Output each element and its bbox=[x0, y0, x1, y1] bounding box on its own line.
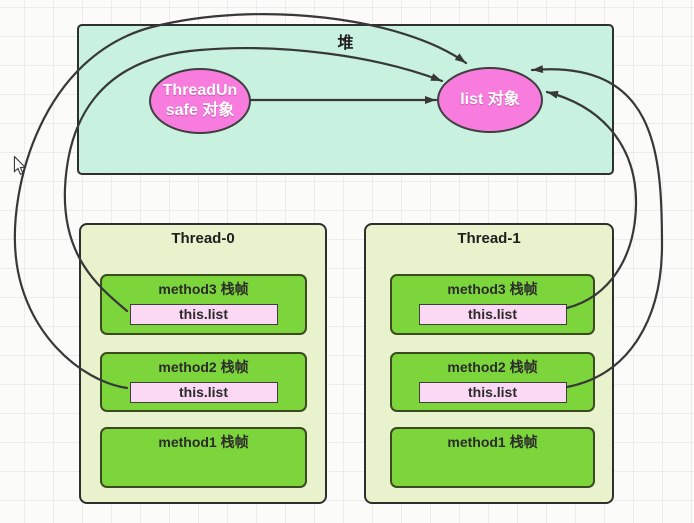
thread-1-method1-frame: method1 栈帧 bbox=[390, 427, 595, 488]
threadunsafe-label-line1: ThreadUn bbox=[162, 82, 238, 99]
mouse-cursor-icon bbox=[13, 156, 27, 175]
thread-0-method2-frame: method2 栈帧 this.list bbox=[100, 352, 307, 412]
list-object-node: list 对象 bbox=[437, 67, 543, 133]
frame-label: method3 栈帧 bbox=[158, 281, 249, 297]
thread-1-panel: Thread-1 method3 栈帧 this.list method2 栈帧… bbox=[364, 223, 614, 504]
thread-0-panel: Thread-0 method3 栈帧 this.list method2 栈帧… bbox=[79, 223, 327, 504]
frame-label: method3 栈帧 bbox=[447, 281, 538, 297]
frame-label: method1 栈帧 bbox=[447, 434, 538, 450]
this-list-field: this.list bbox=[418, 382, 567, 403]
frame-label: method2 栈帧 bbox=[158, 359, 249, 375]
thread-0-method3-frame: method3 栈帧 this.list bbox=[100, 274, 307, 335]
thread-0-method1-frame: method1 栈帧 bbox=[100, 427, 307, 488]
thread-1-method2-frame: method2 栈帧 this.list bbox=[390, 352, 595, 412]
list-object-label: list 对象 bbox=[460, 91, 520, 108]
thread-0-title: Thread-0 bbox=[171, 230, 235, 247]
threadunsafe-object-node: ThreadUn safe 对象 bbox=[149, 68, 251, 134]
this-list-field: this.list bbox=[418, 304, 567, 325]
this-list-field: this.list bbox=[129, 382, 278, 403]
frame-label: method2 栈帧 bbox=[447, 359, 538, 375]
heap-label: 堆 bbox=[337, 35, 354, 52]
thread-1-title: Thread-1 bbox=[457, 230, 521, 247]
threadunsafe-label-line2: safe 对象 bbox=[165, 102, 235, 119]
frame-label: method1 栈帧 bbox=[158, 434, 249, 450]
thread-1-method3-frame: method3 栈帧 this.list bbox=[390, 274, 595, 335]
this-list-field: this.list bbox=[129, 304, 278, 325]
